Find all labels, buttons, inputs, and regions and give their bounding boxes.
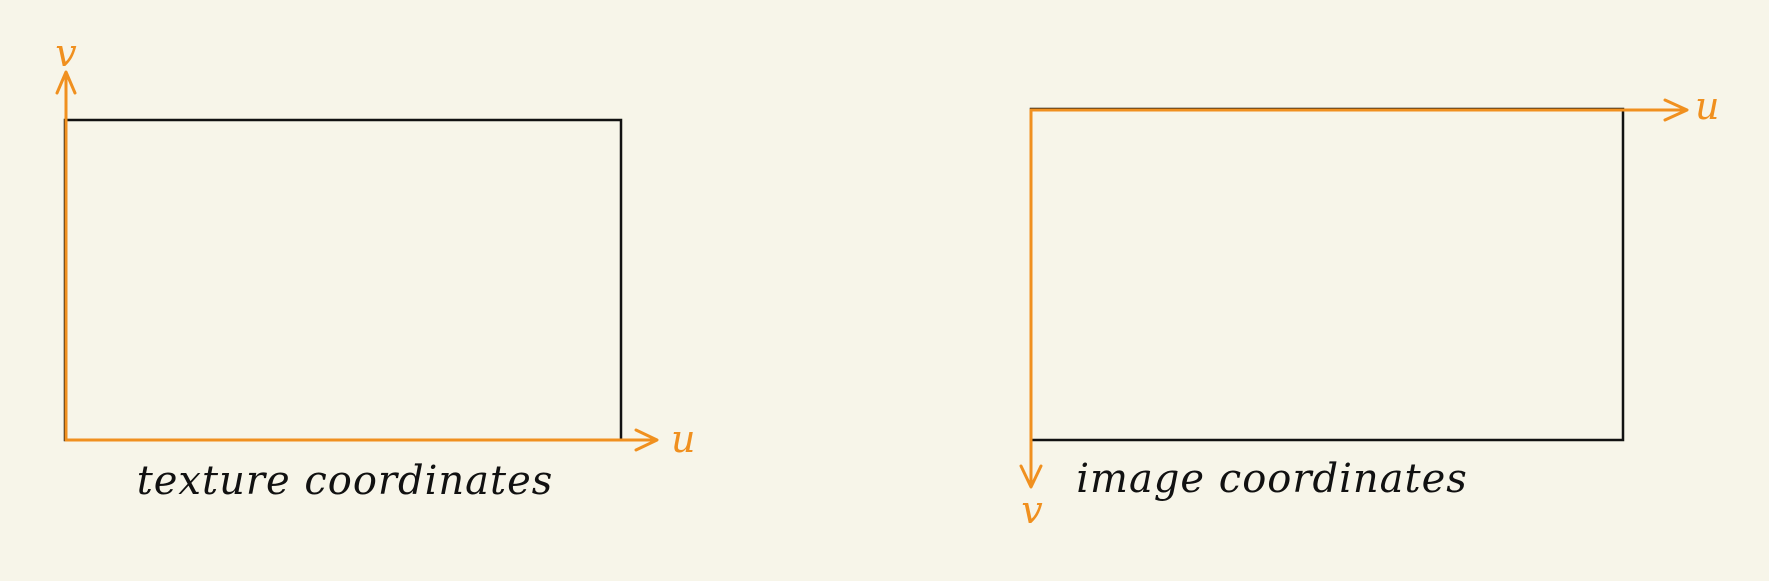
image-coordinates-panel: u v image coordinates [1019, 84, 1719, 532]
texture-v-arrowhead [55, 70, 77, 95]
texture-u-arrowhead [634, 428, 659, 452]
texture-coordinates-caption: texture coordinates [137, 458, 554, 504]
texture-coordinates-panel: u v texture coordinates [55, 31, 695, 504]
texture-u-label: u [671, 417, 695, 461]
image-u-label: u [1695, 84, 1719, 128]
image-v-label: v [1021, 488, 1043, 532]
image-u-arrowhead [1663, 98, 1689, 122]
texture-v-label: v [55, 31, 77, 75]
image-coordinates-caption: image coordinates [1076, 456, 1468, 502]
image-v-arrowhead [1019, 464, 1043, 489]
